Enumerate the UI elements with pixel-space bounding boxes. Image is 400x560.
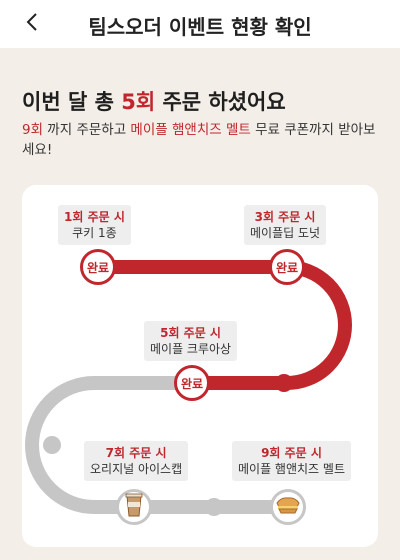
header-bar: 팀스오더 이벤트 현황 확인 <box>0 0 400 48</box>
milestone-reward: 오리지널 아이스캡 <box>90 462 183 476</box>
order-count: 5회 <box>121 90 156 114</box>
target-count: 9회 <box>22 122 44 138</box>
milestone-reward: 메이플 크루아상 <box>150 342 232 356</box>
milestone-3-label: 5회 주문 시 메이플 크루아상 <box>144 321 238 361</box>
milestone-4-pending-badge <box>116 489 152 525</box>
order-count-headline: 이번 달 총 5회 주문 하셨어요 <box>22 86 286 116</box>
sandwich-icon <box>275 495 301 519</box>
milestone-2-label: 3회 주문 시 메이플딥 도넛 <box>244 205 327 245</box>
milestone-3-complete-badge: 완료 <box>174 365 210 401</box>
track-dot-complete <box>275 374 293 392</box>
milestone-1-complete-badge: 완료 <box>80 249 116 285</box>
back-button[interactable] <box>16 8 48 40</box>
progress-track <box>25 260 352 516</box>
milestone-2-complete-badge: 완료 <box>269 249 305 285</box>
milestone-4-label: 7회 주문 시 오리지널 아이스캡 <box>84 441 189 481</box>
milestone-reward: 메이플 햄앤치즈 멜트 <box>238 462 345 476</box>
headline-suffix: 주문 하셨어요 <box>155 90 286 114</box>
page-title: 팀스오더 이벤트 현황 확인 <box>88 15 312 39</box>
milestone-reward: 메이플딥 도넛 <box>250 226 321 240</box>
milestone-reward: 쿠키 1종 <box>72 226 117 240</box>
milestone-stage: 7회 주문 시 <box>105 446 167 460</box>
progress-card: 1회 주문 시 쿠키 1종 완료 3회 주문 시 메이플딥 도넛 완료 5회 주… <box>22 185 378 547</box>
track-dot-pending <box>205 498 223 516</box>
milestone-1-label: 1회 주문 시 쿠키 1종 <box>58 205 131 245</box>
chevron-left-icon[interactable] <box>25 12 39 36</box>
milestone-5-pending-badge <box>270 489 306 525</box>
final-reward-name: 메이플 햄앤치즈 멜트 <box>130 122 251 138</box>
milestone-stage: 9회 주문 시 <box>261 446 322 460</box>
track-dot-pending <box>43 436 61 454</box>
iced-cappuccino-icon <box>124 492 144 522</box>
milestone-stage: 1회 주문 시 <box>64 210 125 224</box>
milestone-stage: 3회 주문 시 <box>254 210 316 224</box>
description-part1: 까지 주문하고 <box>43 122 131 138</box>
milestone-stage: 5회 주문 시 <box>160 326 221 340</box>
event-description: 9회 까지 주문하고 메이플 햄앤치즈 멜트 무료 쿠폰까지 받아보세요! <box>22 120 382 160</box>
description-part2: 무료 쿠폰까지 받아보세요! <box>22 122 376 158</box>
headline-prefix: 이번 달 총 <box>22 90 122 114</box>
milestone-5-label: 9회 주문 시 메이플 햄앤치즈 멜트 <box>232 441 351 481</box>
